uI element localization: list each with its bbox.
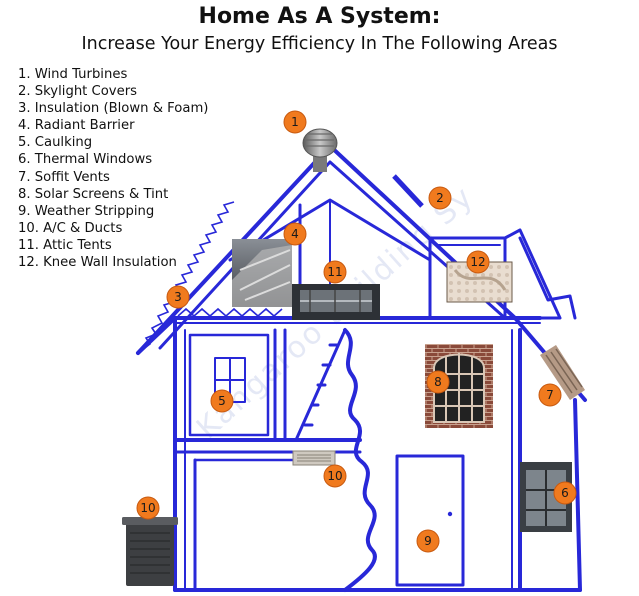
page-subtitle: Increase Your Energy Efficiency In The F… [81, 34, 558, 54]
legend-item: 4. Radiant Barrier [18, 118, 135, 134]
svg-text:9: 9 [424, 534, 432, 548]
svg-text:10: 10 [140, 501, 155, 515]
badge-1: 1 [283, 110, 307, 134]
svg-text:6: 6 [561, 486, 569, 500]
legend-item: 6. Thermal Windows [18, 152, 153, 168]
skylight-highlight [397, 171, 427, 203]
legend-item: 7. Soffit Vents [18, 169, 110, 185]
page-title: Home As A System: [198, 4, 441, 29]
soffit-vent-photo [540, 345, 585, 400]
svg-text:10: 10 [327, 469, 342, 483]
badge-9: 9 [416, 529, 440, 553]
skylight [392, 174, 424, 208]
svg-text:7: 7 [546, 388, 554, 402]
badge-6: 6 [553, 481, 577, 505]
badge-12: 12 [466, 250, 490, 274]
badge-11: 11 [323, 260, 347, 284]
solar-screen-photo [520, 462, 572, 532]
svg-text:12: 12 [470, 255, 485, 269]
svg-text:2: 2 [436, 191, 444, 205]
door-knob [447, 511, 453, 517]
legend-item: 10. A/C & Ducts [18, 220, 123, 236]
legend-item: 3. Insulation (Blown & Foam) [18, 101, 209, 117]
svg-text:4: 4 [291, 227, 299, 241]
house-outline [136, 144, 587, 592]
legend-list: 1. Wind Turbines 2. Skylight Covers 3. I… [18, 66, 208, 271]
legend-item: 1. Wind Turbines [18, 67, 128, 82]
badge-5: 5 [210, 389, 234, 413]
badge-3: 3 [166, 285, 190, 309]
badge-10-vent: 10 [323, 464, 347, 488]
legend-item: 9. Weather Stripping [18, 203, 155, 219]
badge-4: 4 [283, 222, 307, 246]
ceiling-vent-photo [292, 450, 336, 466]
eave-trim-bottom [177, 307, 283, 318]
badge-2: 2 [428, 186, 452, 210]
legend-item: 12. Knee Wall Insulation [18, 255, 177, 271]
ac-unit [122, 517, 178, 586]
svg-text:11: 11 [327, 265, 342, 279]
legend-item: 2. Skylight Covers [18, 84, 138, 100]
svg-text:3: 3 [174, 290, 182, 304]
eave-trim-left [141, 201, 235, 351]
legend-item: 11. Attic Tents [18, 237, 112, 253]
legend-item: 5. Caulking [18, 135, 93, 151]
svg-text:5: 5 [218, 394, 226, 408]
svg-text:8: 8 [434, 375, 442, 389]
badge-10-unit: 10 [136, 496, 160, 520]
attic-tent-photo [292, 284, 380, 320]
badge-7: 7 [538, 383, 562, 407]
legend-item: 8. Solar Screens & Tint [18, 186, 169, 202]
attic-insulation-photo [232, 239, 292, 307]
svg-text:1: 1 [291, 115, 299, 129]
wind-turbine [302, 128, 338, 172]
badge-8: 8 [426, 370, 450, 394]
